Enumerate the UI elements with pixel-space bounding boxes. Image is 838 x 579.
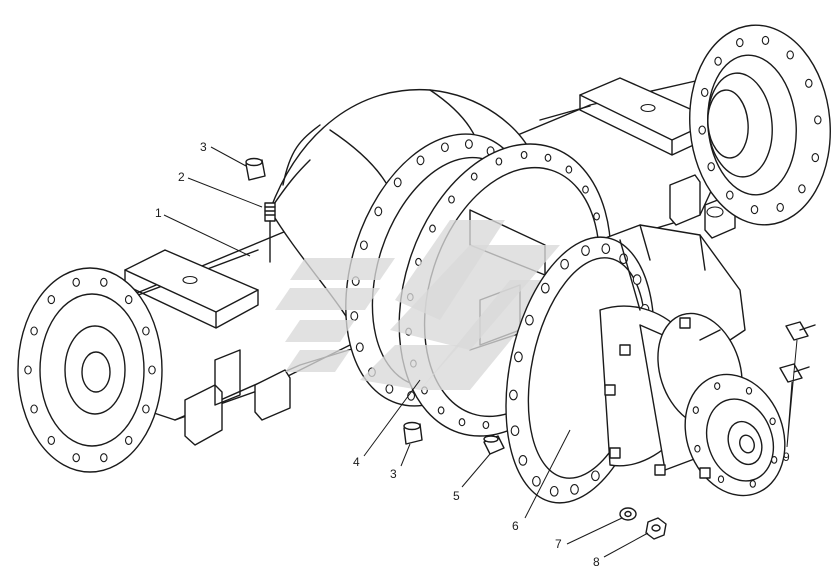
spring-washer (619, 507, 637, 521)
gasket-bolt-hole (429, 224, 436, 233)
pinion-flange-hole (692, 406, 699, 414)
flange-bolt-hole (698, 125, 706, 135)
flange-bolt-hole (814, 115, 822, 125)
pinion-flange-hole (745, 386, 753, 395)
gasket-bolt-hole (482, 420, 490, 430)
housing-bolt-hole (440, 142, 449, 153)
callout-2: 2 (178, 170, 185, 184)
carrier-bolt-hole (532, 475, 541, 487)
callout-numbers: 1 2 3 4 3 5 6 7 8 9 (155, 140, 790, 569)
flange-bolt-hole (761, 35, 770, 45)
carrier-bolt-hole (601, 243, 611, 255)
housing-bolt-hole (374, 206, 383, 217)
flange-bolt-hole (142, 326, 150, 336)
flange-bolt-hole (30, 326, 38, 336)
flange-bolt-hole (30, 404, 38, 414)
pinion-flange-hole (769, 417, 776, 426)
flange-bolt-hole (736, 38, 744, 48)
locating-pin (483, 435, 505, 455)
flange-bolt-hole (148, 365, 156, 375)
carrier-bolt-hole (581, 245, 590, 256)
pinion-flange-hole (771, 456, 778, 464)
housing-bolt-hole (416, 155, 425, 166)
gasket-bolt-hole (437, 406, 445, 415)
housing-bolt-hole (359, 240, 368, 251)
carrier-bolt-hole (525, 314, 534, 326)
callout-4: 4 (353, 455, 360, 469)
pinion-flange-hole (717, 475, 725, 484)
dowel-sleeve-top (245, 157, 266, 181)
callout-9: 9 (783, 450, 790, 464)
breather-valve (264, 202, 276, 263)
differential-carrier (505, 224, 786, 504)
flange-bolt-hole (72, 453, 80, 463)
hex-nut (645, 517, 667, 540)
gasket-bolt-hole (593, 212, 600, 221)
callout-1: 1 (155, 206, 162, 220)
flange-bolt-hole (798, 184, 806, 194)
gasket-bolt-hole (565, 165, 573, 174)
flange-bolt-hole (142, 404, 150, 414)
flange-bolt-hole (47, 295, 56, 305)
carrier-bolt-hole (591, 470, 600, 482)
callout-8: 8 (593, 555, 600, 569)
gasket-bolt-hole (470, 172, 478, 181)
flange-bolt-hole (72, 277, 80, 287)
flange-bolt-hole (47, 435, 56, 445)
gasket-bolt-hole (458, 418, 466, 427)
carrier-bolt-hole (549, 485, 559, 497)
callout-leaders (163, 146, 798, 558)
flange-bolt-hole (805, 78, 813, 88)
pinion-flange-hole (749, 480, 756, 488)
flange-bolt-hole (776, 202, 784, 212)
housing-bolt-hole (385, 384, 394, 394)
flange-bolt-hole (124, 435, 133, 445)
callout-3-bottom: 3 (390, 467, 397, 481)
flange-bolt-hole (707, 162, 715, 172)
housing-bolt-hole (393, 177, 402, 188)
carrier-bolt-hole (510, 425, 520, 437)
flange-bolt-hole (786, 50, 794, 60)
pinion-flange-hole (694, 444, 701, 453)
gasket-bolt-hole (520, 150, 528, 160)
carrier-bolt-hole (560, 258, 569, 270)
callout-3-top: 3 (200, 140, 207, 154)
callout-6: 6 (512, 519, 519, 533)
housing-bolt-hole (464, 139, 473, 149)
flange-bolt-hole (100, 277, 108, 287)
watermark-logo (275, 220, 560, 390)
carrier-bolt-hole (570, 484, 579, 495)
carrier-bolt-hole (540, 282, 550, 294)
housing-bolt-hole (355, 342, 364, 353)
dowel-sleeve-bottom (403, 421, 423, 445)
flange-bolt-hole (811, 153, 820, 163)
gasket-bolt-hole (448, 195, 455, 204)
flange-bolt-hole (726, 190, 734, 200)
flange-bolt-hole (700, 87, 709, 97)
flange-bolt-hole (750, 205, 759, 215)
gasket-bolt-hole (582, 185, 589, 194)
flange-bolt-hole (124, 295, 133, 305)
flange-bolt-hole (24, 365, 32, 375)
flange-bolt-hole (714, 56, 722, 66)
pinion-flange-hole (714, 382, 721, 390)
gasket-bolt-hole (495, 157, 503, 166)
carrier-bolt-hole (514, 351, 523, 363)
housing-bolt-hole (350, 311, 359, 321)
flange-bolt-hole (100, 453, 108, 463)
gasket-bolt-hole (544, 153, 552, 162)
callout-7: 7 (555, 537, 562, 551)
carrier-bolt-hole (632, 274, 642, 285)
carrier-bolt-hole (509, 389, 518, 401)
carrier-bolt-hole (518, 455, 528, 466)
studs (779, 321, 816, 383)
callout-5: 5 (453, 489, 460, 503)
